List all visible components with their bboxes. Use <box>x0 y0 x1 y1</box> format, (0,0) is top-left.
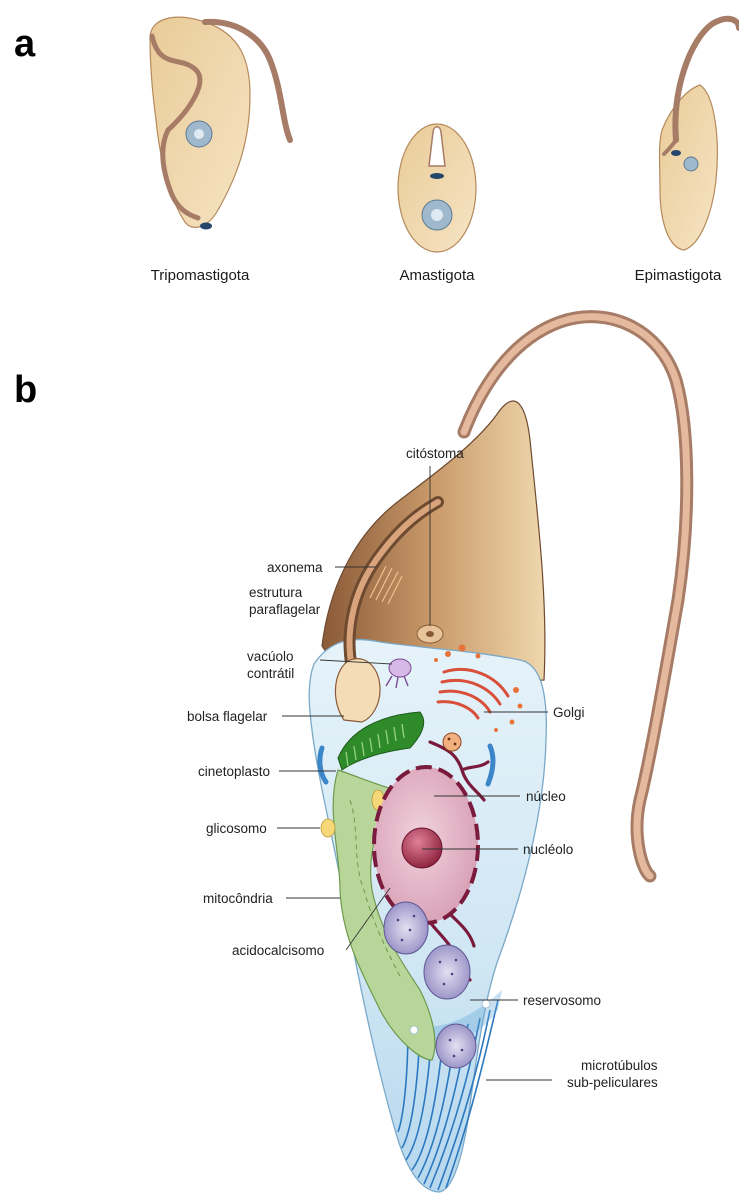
tripomastigota-cell <box>150 17 290 229</box>
amastigota-cell <box>398 124 476 252</box>
label-golgi: Golgi <box>553 705 585 720</box>
label-estrutura-1: estrutura <box>249 585 303 600</box>
epimastigota-cell <box>660 19 739 250</box>
label-citostoma: citóstoma <box>406 446 464 461</box>
label-acidocalcisomo: acidocalcisomo <box>232 943 324 958</box>
panel-b-letter: b <box>14 369 37 411</box>
label-microtubulos-1: microtúbulos <box>581 1058 658 1073</box>
label-glicosomo: glicosomo <box>206 821 267 836</box>
label-microtubulos-2: sub-peliculares <box>567 1075 658 1090</box>
label-cinetoplasto: cinetoplasto <box>198 764 270 779</box>
label-nucleo: núcleo <box>526 789 566 804</box>
label-reservosomo: reservosomo <box>523 993 601 1008</box>
label-vacuolo-2: contrátil <box>247 666 294 681</box>
label-bolsa-flagelar: bolsa flagelar <box>187 709 268 724</box>
label-mitocondria: mitocôndria <box>203 891 273 906</box>
panel-a-letter: a <box>14 23 36 65</box>
flagellar-pocket <box>335 659 380 722</box>
label-estrutura-2: paraflagelar <box>249 602 321 617</box>
label-tripomastigota: Tripomastigota <box>151 267 250 284</box>
label-axonema: axonema <box>267 560 323 575</box>
nucleolus <box>402 828 442 868</box>
label-vacuolo-1: vacúolo <box>247 649 294 664</box>
label-amastigota: Amastigota <box>399 267 475 284</box>
label-epimastigota: Epimastigota <box>635 267 722 284</box>
label-nucleolo: nucléolo <box>523 842 573 857</box>
